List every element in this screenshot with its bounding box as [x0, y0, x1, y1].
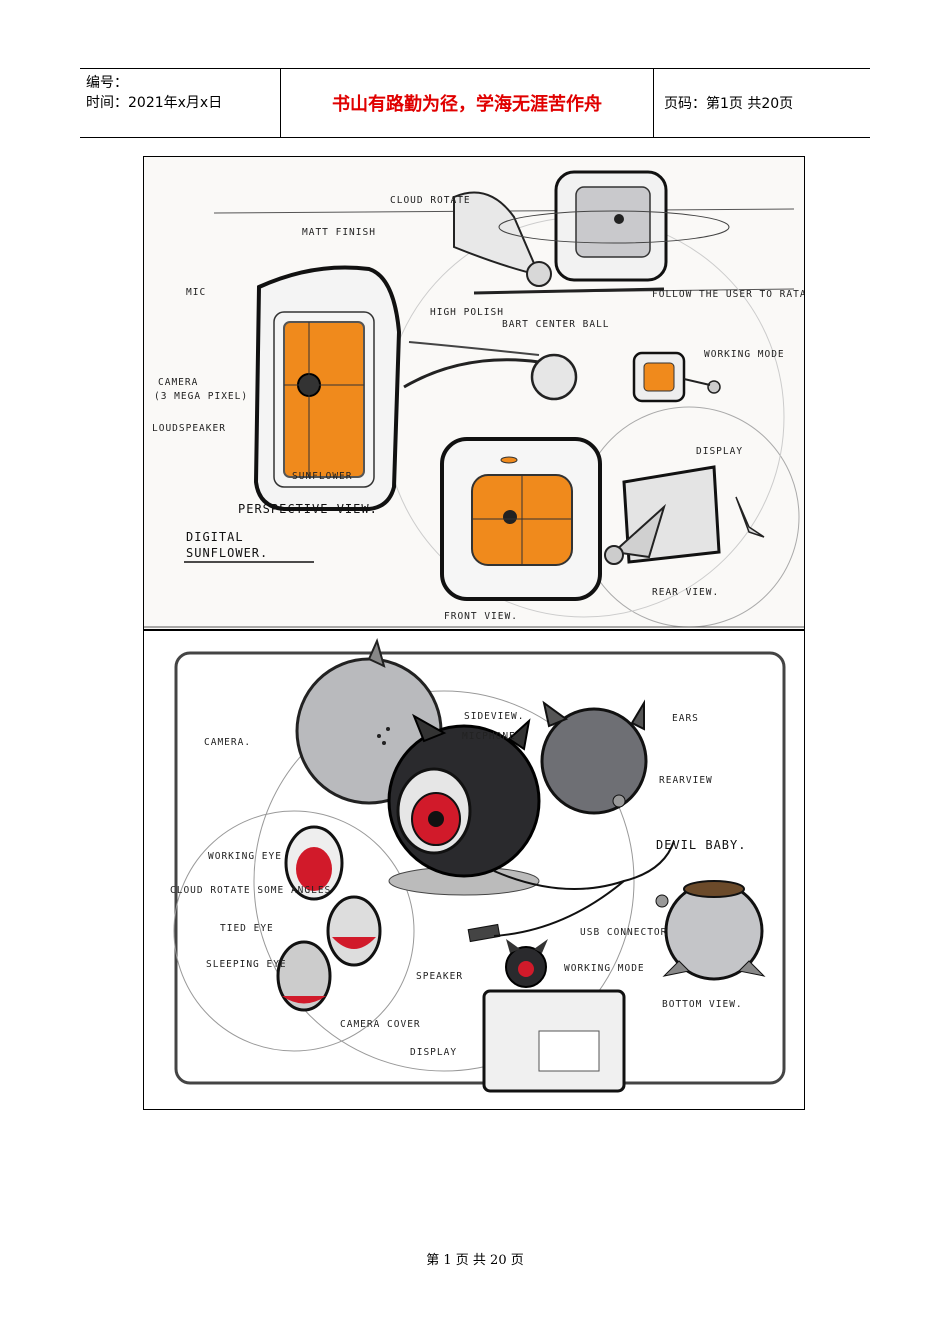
label-sunflower-brand: SUNFLOWER — [292, 471, 352, 482]
label-display: DISPLAY — [410, 1047, 457, 1058]
label-microphone: MICPHONE — [462, 731, 516, 742]
bottom-view-ball-sketch — [655, 880, 766, 981]
sketch-devil-baby: CAMERA. SIDEVIEW. MICPHONE EARS REARVIEW… — [143, 630, 805, 1110]
label-sunflower-title: SUNFLOWER. — [186, 546, 268, 560]
page-footer: 第 1 页 共 20 页 — [426, 1253, 524, 1268]
motto-cell: 书山有路勤为径，学海无涯苦作舟 — [280, 69, 654, 137]
top-product-sketch — [453, 170, 730, 295]
page-header: 编号： 时间：2021年x月x日 书山有路勤为径，学海无涯苦作舟 页码：第1页 … — [80, 68, 870, 138]
front-view-product-sketch — [440, 437, 602, 601]
label-speaker: SPEAKER — [416, 971, 463, 982]
label-camera: CAMERA — [158, 377, 198, 388]
label-working-mode: WORKING MODE — [564, 963, 645, 974]
sketch-frame — [174, 651, 786, 1085]
header-meta-cell: 编号： 时间：2021年x月x日 — [80, 69, 280, 137]
label-rear-view: REAR VIEW. — [652, 587, 719, 598]
label-front-view: FRONT VIEW. — [444, 611, 518, 622]
page-info-cell: 页码：第1页 共20页 — [654, 69, 870, 137]
sunflower-labels: CLOUD ROTATE MATT FINISH MIC HIGH POLISH… — [152, 195, 804, 622]
working-mode-sketch — [632, 351, 721, 403]
label-usb-connector: USB CONNECTOR — [580, 927, 667, 938]
label-ears: EARS — [672, 713, 699, 724]
label-display: DISPLAY — [696, 446, 743, 457]
label-perspective-view: PERSPECTIVE VIEW. — [238, 502, 378, 516]
label-rear-view: REARVIEW — [659, 775, 713, 786]
label-devil-baby: DEVIL BABY. — [656, 838, 746, 852]
label-working-mode: WORKING MODE — [704, 349, 785, 360]
label-matt-finish: MATT FINISH — [302, 227, 376, 238]
label-mic: MIC — [186, 287, 206, 298]
rear-view-product-sketch — [604, 465, 765, 565]
sunflower-illustration: CLOUD ROTATE MATT FINISH MIC HIGH POLISH… — [144, 170, 804, 628]
perspective-product-sketch — [253, 265, 578, 511]
label-cloud-rotate: CLOUD ROTATE — [390, 195, 471, 206]
label-bart-center-ball: BART CENTER BALL — [502, 319, 610, 330]
page-info-text: 页码：第1页 共20页 — [664, 96, 794, 112]
label-camera-cover: CAMERA COVER — [340, 1019, 421, 1030]
label-mega-pixel: (3 MEGA PIXEL) — [154, 391, 248, 402]
label-side-view: SIDEVIEW. — [464, 711, 524, 722]
label-digital: DIGITAL — [186, 530, 244, 544]
eye-states-sketch — [276, 825, 382, 1012]
time-label: 时间：2021年x月x日 — [86, 95, 223, 111]
label-cloud-rotate: CLOUD ROTATE SOME ANGLES — [170, 885, 331, 896]
label-bottom-view: BOTTOM VIEW. — [662, 999, 743, 1010]
label-high-polish: HIGH POLISH — [430, 307, 504, 318]
label-sleeping-eye: SLEEPING EYE — [206, 959, 287, 970]
label-loudspeaker: LOUDSPEAKER — [152, 423, 226, 434]
sketch-digital-sunflower: CLOUD ROTATE MATT FINISH MIC HIGH POLISH… — [143, 156, 805, 630]
main-devil-ball-sketch — [387, 713, 675, 896]
motto-text: 书山有路勤为径，学海无涯苦作舟 — [332, 94, 602, 115]
rear-view-ball-sketch — [540, 699, 648, 815]
devil-baby-illustration: CAMERA. SIDEVIEW. MICPHONE EARS REARVIEW… — [170, 638, 786, 1093]
devil-baby-labels: CAMERA. SIDEVIEW. MICPHONE EARS REARVIEW… — [170, 711, 746, 1058]
usb-and-display-sketch — [467, 880, 626, 1093]
label-tied-eye: TIED EYE — [220, 923, 274, 934]
label-working-eye: WORKING EYE — [208, 851, 282, 862]
label-follow-user: FOLLOW THE USER TO RATATE TO THE ANY ANG… — [652, 289, 804, 300]
label-camera: CAMERA. — [204, 737, 251, 748]
number-label: 编号： — [86, 75, 128, 91]
